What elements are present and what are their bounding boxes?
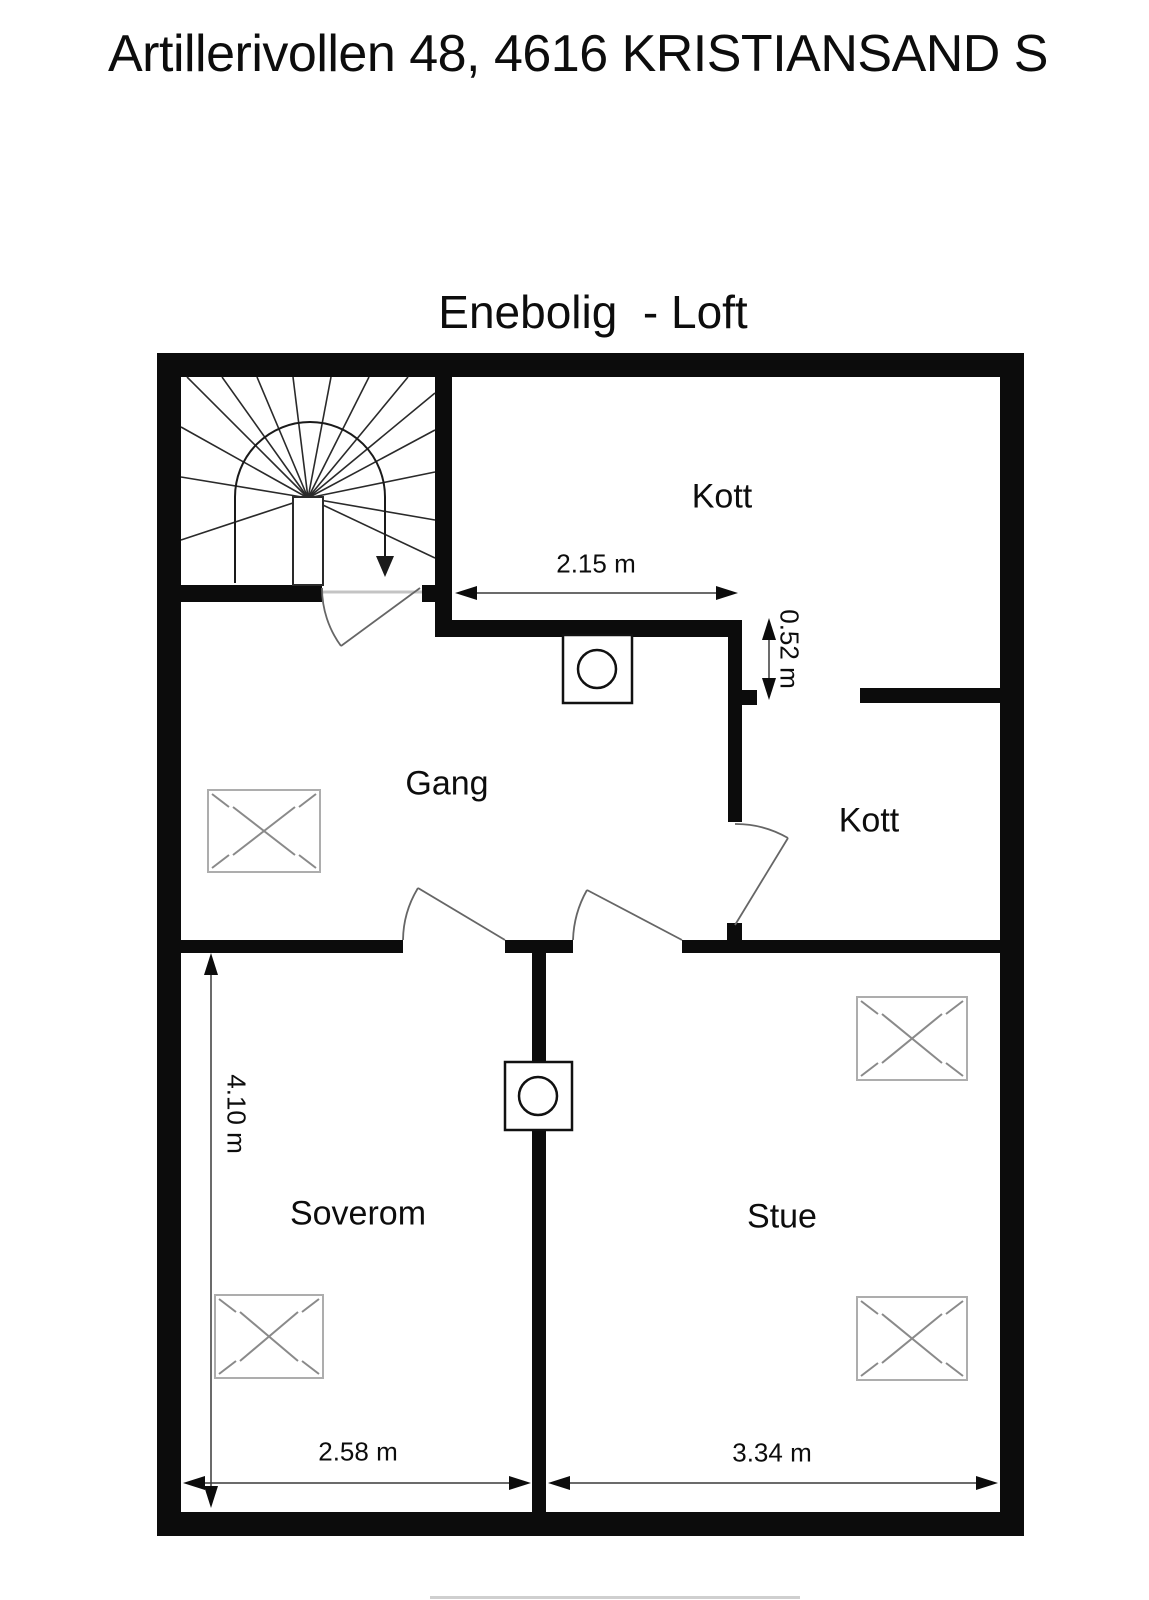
dim-label-soverom-height: 4.10 m: [221, 1074, 252, 1154]
chimney-icon-gang: [561, 633, 634, 705]
doors: [321, 587, 789, 941]
room-label-kott-top: Kott: [691, 477, 753, 516]
kott2-top-wall: [860, 688, 1000, 703]
window-icon-stue-bottom: [856, 1296, 968, 1381]
middle-wall-left: [181, 940, 403, 953]
roof-window-icons: [207, 789, 968, 1381]
interior-walls: [181, 377, 1000, 1512]
dim-label-recess: 0.52 m: [774, 609, 805, 689]
dim-label-kott-width: 2.15 m: [556, 548, 636, 579]
plan-title: Enebolig - Loft: [438, 286, 748, 338]
room-label-stue: Stue: [747, 1197, 817, 1236]
stair-down-arrow: [376, 556, 394, 577]
kott2-door: [734, 823, 789, 926]
chimney-icon-divider: [503, 1060, 574, 1132]
stair-walk-line: [234, 421, 386, 583]
soverom-door: [402, 887, 506, 941]
stair-treads: [180, 376, 436, 559]
dim-label-stue-width: 3.34 m: [732, 1437, 812, 1468]
stair-bottom-wall: [181, 585, 322, 602]
staircase: [180, 376, 436, 594]
kott-bottom-wall: [435, 620, 742, 637]
window-icon-stue-top: [856, 996, 968, 1081]
room-label-soverom: Soverom: [289, 1194, 427, 1233]
chimney-icons: [503, 633, 634, 1132]
stair-newel: [292, 496, 324, 586]
stair-right-wall: [435, 377, 452, 637]
stair-door: [321, 587, 421, 647]
middle-wall-right: [682, 940, 1000, 953]
kott2-left-wall: [728, 620, 742, 822]
room-label-kott-right: Kott: [838, 801, 900, 840]
window-icon-gang: [207, 789, 321, 873]
address-title: Artillerivollen 48, 4616 KRISTIANSAND S: [108, 25, 1049, 83]
soverom-stue-divider: [532, 953, 546, 1512]
window-icon-soverom: [214, 1294, 324, 1379]
dim-label-soverom-width: 2.58 m: [318, 1436, 398, 1467]
kott2-door-stub: [727, 923, 742, 940]
next-plan-edge: [430, 1596, 800, 1599]
room-label-gang: Gang: [405, 764, 489, 803]
middle-wall-center: [505, 940, 573, 953]
recess-stub: [742, 690, 757, 705]
stue-door: [572, 889, 683, 941]
dimension-arrowheads: [183, 586, 998, 1508]
